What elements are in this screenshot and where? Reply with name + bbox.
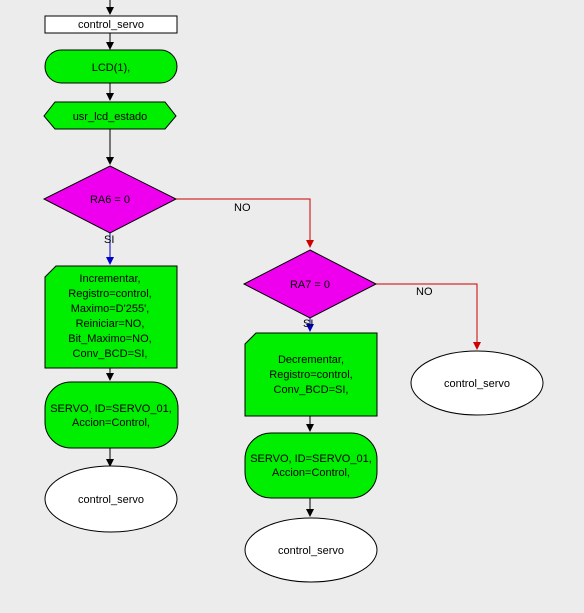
usr-lcd-estado-node[interactable]: usr_lcd_estado — [43, 101, 177, 130]
end-terminal-middle[interactable]: control_servo — [244, 517, 378, 583]
end-terminal-right[interactable]: control_servo — [410, 350, 544, 416]
end-terminal-left[interactable]: control_servo — [44, 465, 178, 533]
ra6-no-label: NO — [234, 202, 251, 214]
servo-left-line: Accion=Control, — [72, 417, 150, 429]
servo-right-line: Accion=Control, — [272, 467, 350, 479]
ra7-yes-label: SI — [303, 318, 313, 330]
incrementar-line: Registro=control, — [68, 288, 151, 300]
incrementar-line: Bit_Maximo=NO, — [68, 333, 151, 345]
lcd-node[interactable]: LCD(1), — [44, 49, 178, 84]
servo-node-right[interactable]: SERVO, ID=SERVO_01, Accion=Control, — [244, 432, 378, 499]
incrementar-line: Conv_BCD=SI, — [73, 348, 148, 360]
incrementar-line: Reiniciar=NO, — [76, 318, 145, 330]
incrementar-line: Incrementar, — [79, 273, 140, 285]
header-node-label: control_servo — [78, 19, 144, 31]
servo-left-line: SERVO, ID=SERVO_01, — [50, 403, 172, 415]
edge-ra6-no — [176, 198, 314, 248]
header-node[interactable]: control_servo — [44, 15, 178, 34]
decrementar-line: Registro=control, — [269, 369, 352, 381]
ra6-yes-label: SI — [104, 234, 114, 246]
usr-lcd-estado-label: usr_lcd_estado — [73, 111, 148, 123]
ra7-decision-label: RA7 = 0 — [290, 279, 330, 291]
end-terminal-right-label: control_servo — [444, 378, 510, 390]
incrementar-line: Maximo=D'255', — [71, 303, 149, 315]
decrementar-line: Conv_BCD=SI, — [274, 384, 349, 396]
ra7-decision[interactable]: RA7 = 0 — [242, 249, 378, 319]
decrementar-line: Decrementar, — [278, 354, 344, 366]
ra6-decision[interactable]: RA6 = 0 — [42, 165, 178, 234]
ra6-decision-label: RA6 = 0 — [90, 194, 130, 206]
end-terminal-middle-label: control_servo — [278, 545, 344, 557]
lcd-node-label: LCD(1), — [92, 62, 131, 74]
servo-right-line: SERVO, ID=SERVO_01, — [250, 453, 372, 465]
connectors — [106, 0, 481, 517]
incrementar-node[interactable]: Incrementar, Registro=control, Maximo=D'… — [44, 265, 178, 369]
ra7-no-label: NO — [416, 286, 433, 298]
servo-node-left[interactable]: SERVO, ID=SERVO_01, Accion=Control, — [44, 381, 179, 449]
decrementar-node[interactable]: Decrementar, Registro=control, Conv_BCD=… — [244, 332, 378, 417]
end-terminal-left-label: control_servo — [78, 494, 144, 506]
edge-ra7-no — [376, 283, 481, 350]
